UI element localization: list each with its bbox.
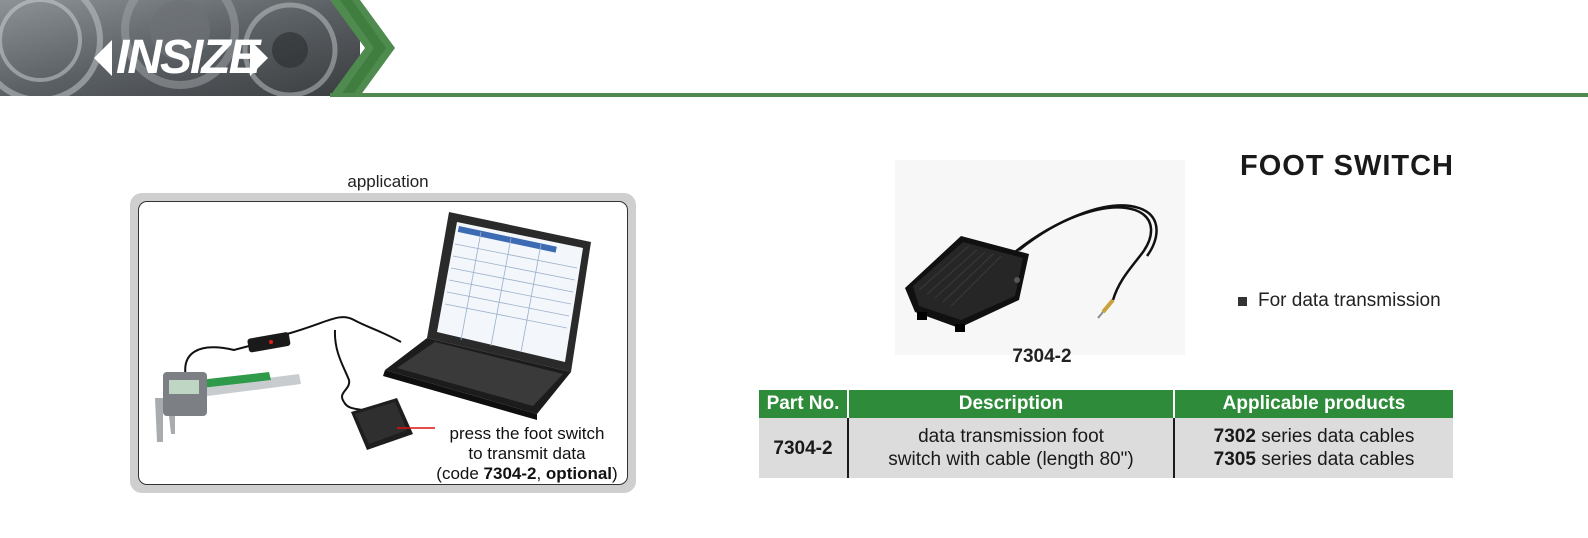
callout-line-2: to transmit data <box>468 444 586 463</box>
table-header-row: Part No. Description Applicable products <box>759 390 1453 418</box>
cell-description: data transmission foot switch with cable… <box>848 418 1175 478</box>
feature-item: For data transmission <box>1238 290 1441 312</box>
foot-switch-callout: press the foot switch to transmit data (… <box>427 424 627 484</box>
callout-separator: , <box>536 464 546 483</box>
product-code-1: 7302 <box>1213 426 1256 447</box>
product-code-2: 7305 <box>1213 449 1256 470</box>
header-banner: INSIZE <box>0 0 1588 98</box>
insize-logo: INSIZE <box>92 30 272 86</box>
cell-part-no: 7304-2 <box>759 418 849 478</box>
foot-switch-illustration <box>351 398 413 450</box>
feature-text: For data transmission <box>1258 290 1441 311</box>
bullet-square-icon <box>1238 296 1247 306</box>
cell-applicable-products: 7302 series data cables 7305 series data… <box>1174 418 1453 478</box>
header-applicable-products: Applicable products <box>1174 390 1453 418</box>
foot-switch-product-image <box>895 160 1185 355</box>
product-line-1: 7302 series data cables <box>1175 425 1453 448</box>
spec-table: Part No. Description Applicable products… <box>759 390 1453 478</box>
callout-suffix: ) <box>612 464 618 483</box>
callout-optional: optional <box>545 464 613 483</box>
table-row: 7304-2 data transmission foot switch wit… <box>759 418 1453 478</box>
laptop-image <box>383 212 591 420</box>
description-line-1: data transmission foot <box>918 426 1104 447</box>
description-line-2: switch with cable (length 80") <box>888 449 1134 470</box>
caliper-image <box>155 372 301 442</box>
logo-wordmark: INSIZE <box>116 31 261 84</box>
product-title: FOOT SWITCH <box>1240 150 1454 182</box>
callout-line-3: (code 7304-2, optional) <box>427 464 627 484</box>
header-part-no: Part No. <box>759 390 849 418</box>
product-text-1: series data cables <box>1255 426 1415 447</box>
product-line-2: 7305 series data cables <box>1175 448 1453 471</box>
callout-line-1: press the foot switch <box>449 424 605 443</box>
callout-code-prefix: (code <box>436 464 484 483</box>
application-illustration: press the foot switch to transmit data (… <box>138 201 628 485</box>
product-text-2: series data cables <box>1255 449 1415 470</box>
callout-code: 7304-2 <box>483 464 537 483</box>
banner-divider-line <box>330 93 1588 97</box>
product-code-label: 7304-2 <box>1012 346 1072 367</box>
application-caption: application <box>347 172 429 191</box>
header-description: Description <box>848 390 1175 418</box>
application-panel: press the foot switch to transmit data (… <box>130 193 636 493</box>
banner-photo <box>0 0 400 96</box>
